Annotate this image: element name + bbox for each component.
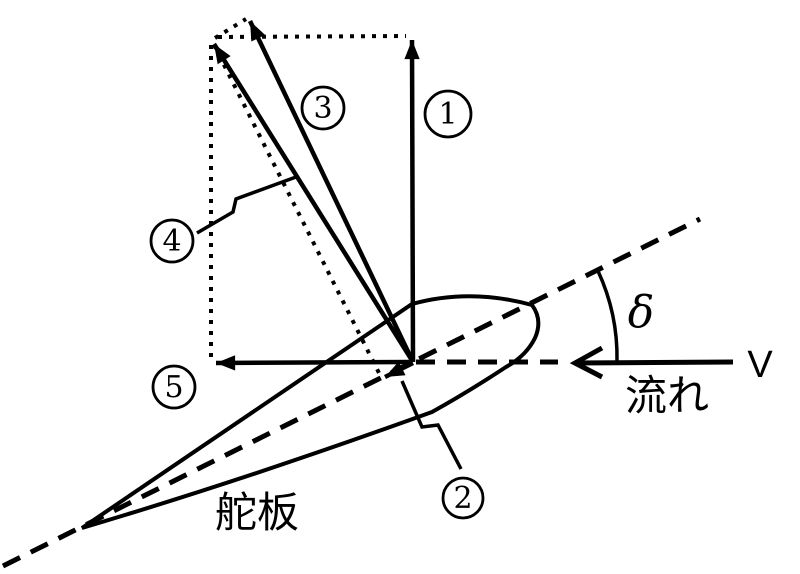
flow-open-arrowhead-icon	[569, 345, 604, 380]
flow-label: 流れ	[625, 372, 709, 419]
leader-line-4	[196, 175, 297, 235]
tangential-force-arrow	[383, 360, 415, 380]
dotted-long-slant-line	[212, 44, 381, 374]
label-circle-1	[423, 89, 473, 139]
chord-dashed-line	[1, 216, 702, 569]
label-digit-5: 5	[164, 370, 183, 405]
resultant-force-arrow	[212, 42, 415, 364]
label-digit-1: 1	[438, 97, 457, 132]
rudder-outline	[80, 294, 541, 530]
label-circle-2	[441, 476, 485, 520]
delta-arc	[596, 270, 619, 362]
lift-force-arrow	[404, 39, 420, 363]
flow-line-shaft	[574, 359, 734, 366]
drag-force-arrow	[215, 355, 413, 371]
label-circle-3	[300, 85, 346, 131]
label-digit-2: 2	[453, 481, 472, 516]
velocity-label: V	[747, 344, 773, 386]
label-circle-4	[149, 218, 195, 264]
rudder-angle-label: δ	[628, 287, 655, 338]
label-digit-3: 3	[313, 91, 332, 126]
leader-line-2	[400, 380, 463, 470]
label-circle-5	[151, 364, 197, 410]
dotted-horizontal-line	[217, 34, 407, 39]
force-arrows	[212, 20, 420, 380]
label-digit-4: 4	[162, 224, 181, 259]
construction-dotted-lines	[209, 17, 407, 374]
flow-velocity-line	[569, 345, 734, 380]
circled-labels: 1 2 3 4 5	[149, 85, 485, 520]
rudder-plate-label: 舵板	[215, 489, 299, 536]
normal-force-arrow	[247, 20, 416, 363]
